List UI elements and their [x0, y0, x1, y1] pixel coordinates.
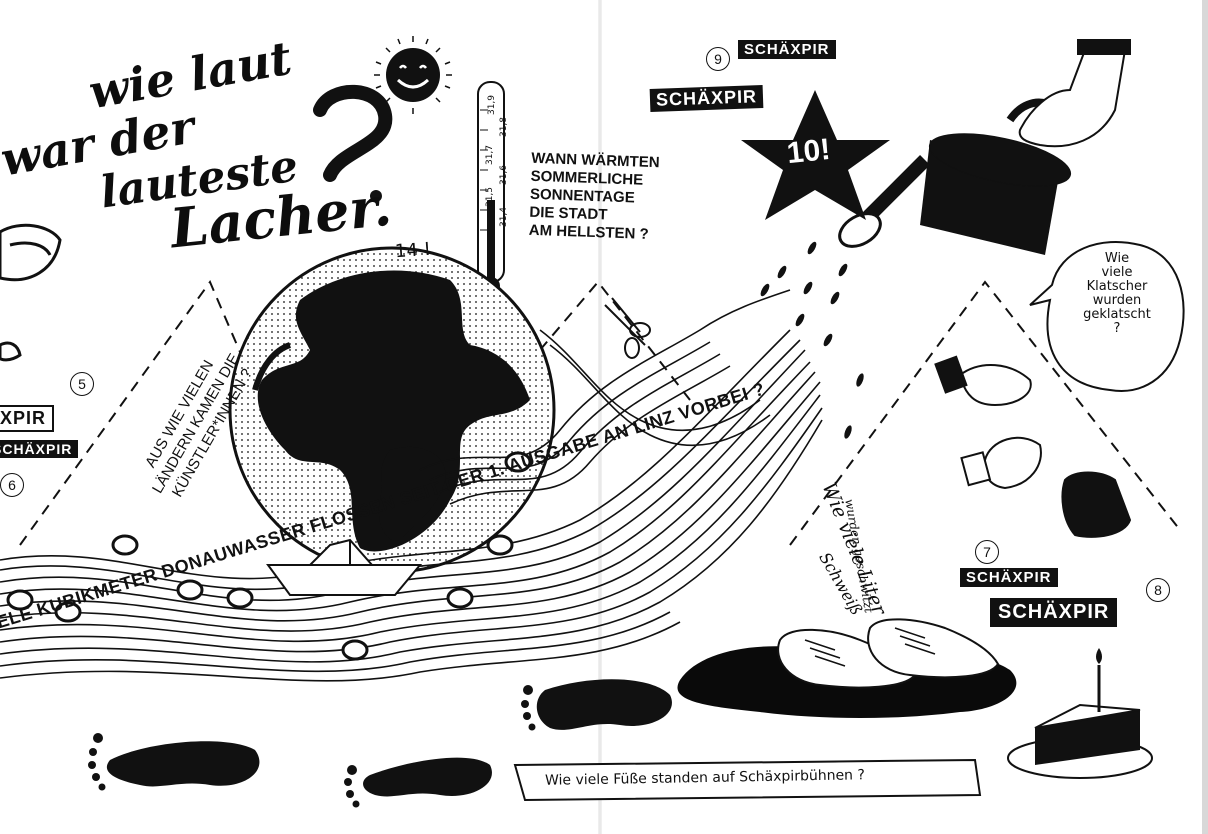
edition-number-6: 6: [0, 473, 24, 497]
sun-icon: [374, 36, 452, 114]
scissors-icon: [604, 297, 651, 359]
claps-question-line: Klatscher: [1086, 279, 1148, 294]
puddle-sneakers-icon: [677, 618, 1017, 718]
globe-icon: [228, 246, 556, 574]
star-icon: [741, 90, 890, 220]
schaexpir-badge-9: SCHÄXPIR: [738, 40, 836, 59]
page-edge: [1202, 0, 1208, 834]
claps-question-line: ?: [1113, 321, 1121, 336]
schaexpir-badge-10: SCHÄXPIR: [649, 85, 764, 112]
star-number-10: 10!: [785, 132, 832, 171]
river-waves: [0, 289, 823, 682]
thermometer-tick-2: 31,8: [499, 116, 510, 138]
thermometer-tick-6: 31,4: [499, 206, 510, 228]
schaexpir-badge-6: SCHÄXPIR: [0, 440, 79, 458]
clapping-hands-icon: [934, 355, 1132, 538]
thermometer-tick-4: 31,6: [499, 164, 510, 186]
sun-question: WANN WÄRMTEN SOMMERLICHE SONNENTAGE DIE …: [528, 150, 660, 244]
globe-label: 14 !: [394, 238, 432, 263]
edition-number-5: 5: [70, 372, 94, 396]
footprint-icons: [88, 679, 672, 808]
schaexpir-badge-7: SCHÄXPIR: [960, 568, 1058, 587]
river-buoys: [6, 451, 532, 661]
claps-question-line: wurden: [1092, 293, 1142, 308]
thermometer-tick-3: 31,7: [485, 144, 496, 166]
thermometer-tick-5: 31,5: [485, 186, 496, 208]
thermometer-tick-1: 31,9: [487, 94, 498, 116]
paper-boat-icon: [266, 538, 423, 596]
laughing-mouth-icon: [0, 223, 62, 362]
claps-question-line: Wie: [1104, 251, 1130, 266]
hand-icon: [1018, 39, 1131, 148]
edition-number-8: 8: [1146, 578, 1170, 602]
edition-number-9: 9: [706, 47, 730, 71]
claps-question-line: geklatscht: [1083, 307, 1151, 322]
watering-can-icon: [838, 98, 1072, 255]
feet-question-frame: [513, 758, 982, 802]
claps-question: Wie viele Klatscher wurden geklatscht ?: [1062, 252, 1172, 336]
cake-icon: [1007, 648, 1153, 779]
question-mark-icon: [313, 84, 393, 182]
edition-number-7: 7: [975, 540, 999, 564]
claps-question-line: viele: [1101, 265, 1133, 280]
schaexpir-badge-8: SCHÄXPIR: [990, 598, 1118, 627]
speech-bubble: [1029, 240, 1185, 392]
page-spine: [598, 0, 602, 834]
schaexpir-badge-5: XPIR: [0, 405, 55, 432]
water-drops: [760, 241, 864, 439]
